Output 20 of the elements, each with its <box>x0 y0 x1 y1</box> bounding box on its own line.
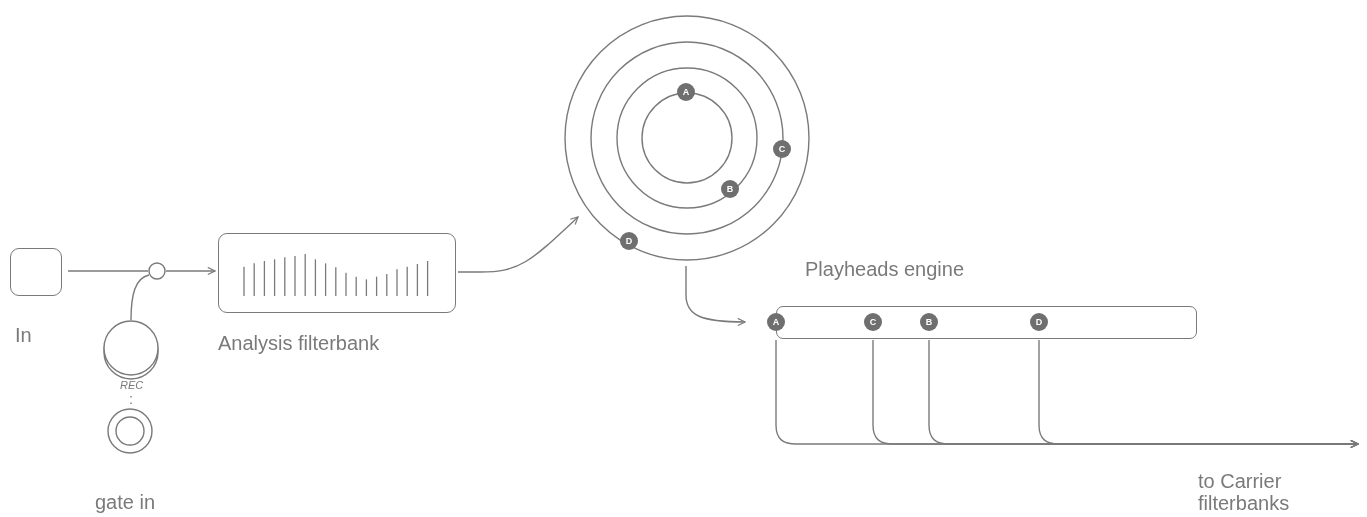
note-text: to Carrier filterbanks <box>1198 470 1291 514</box>
node-label: Analysis filterbank <box>218 332 380 354</box>
playhead-marker: D <box>1030 313 1048 331</box>
arrow <box>457 216 579 273</box>
playhead-marker: B <box>920 313 938 331</box>
playhead-marker: A <box>767 313 785 331</box>
node-label: In <box>15 324 32 346</box>
connector-line <box>130 274 150 321</box>
arrow <box>1038 339 1359 449</box>
playhead-marker: C <box>864 313 882 331</box>
node-label: Playheads engine <box>805 258 964 280</box>
arrow <box>685 265 746 327</box>
arrow <box>165 266 216 276</box>
playhead-marker: C <box>773 140 791 158</box>
playhead-marker: B <box>721 180 739 198</box>
connector-line <box>67 270 149 272</box>
playhead-marker: A <box>677 83 695 101</box>
node-label: gate in <box>95 491 156 513</box>
node-label: REC <box>120 379 144 392</box>
playhead-marker: D <box>620 232 638 250</box>
